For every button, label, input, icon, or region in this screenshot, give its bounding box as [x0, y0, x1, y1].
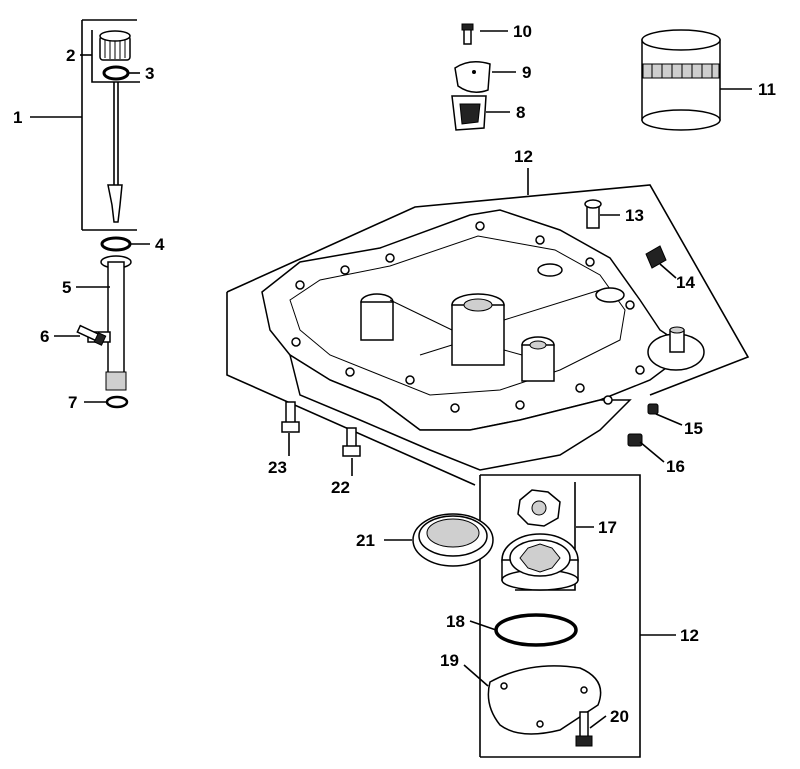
- oil-filter: [641, 29, 721, 131]
- outer-rotor: [501, 533, 579, 591]
- callout-18: 18: [446, 612, 465, 631]
- callout-11: 11: [758, 80, 776, 99]
- tube-o-ring-top: [100, 236, 132, 252]
- callout-20: 20: [610, 707, 629, 726]
- callout-19: 19: [440, 651, 459, 670]
- plug-16: [627, 433, 643, 447]
- oil-pan: [261, 209, 705, 471]
- callout-labels: 1 2 3 4 5 6 7 10 9 8 11 12 13 14 15 16 1…: [13, 22, 776, 726]
- pump-cover-19: [487, 665, 602, 735]
- bracket-9: [454, 61, 491, 93]
- callout-6: 6: [40, 327, 49, 346]
- oil-pan-frame: [226, 184, 750, 486]
- inner-rotor: [517, 489, 561, 527]
- callout-4: 4: [155, 235, 165, 254]
- callout-12-top: 12: [514, 147, 533, 166]
- callout-7: 7: [68, 393, 77, 412]
- callout-8: 8: [516, 103, 525, 122]
- callout-22: 22: [331, 478, 350, 497]
- callout-23: 23: [268, 458, 287, 477]
- callout-17: 17: [598, 518, 617, 537]
- callout-1: 1: [13, 108, 22, 127]
- callout-12-bottom: 12: [680, 626, 699, 645]
- dipstick-assembly: [81, 19, 140, 231]
- callout-13: 13: [625, 206, 644, 225]
- plug-15: [647, 403, 659, 415]
- callout-21: 21: [356, 531, 375, 550]
- callout-14: 14: [676, 273, 695, 292]
- callout-16: 16: [666, 457, 685, 476]
- label-plate-8: [451, 95, 487, 131]
- dipstick-rod: [107, 82, 123, 223]
- tube-o-ring-bottom: [105, 395, 129, 409]
- callout-9: 9: [522, 63, 531, 82]
- oil-seal-21: [412, 513, 494, 567]
- dipstick-o-ring: [102, 65, 130, 81]
- callout-15: 15: [684, 419, 703, 438]
- screw-20: [575, 711, 593, 747]
- dipstick-cap: [99, 30, 131, 61]
- drain-plug-14: [645, 245, 667, 269]
- dipstick-tube: [87, 255, 132, 391]
- o-ring-18: [494, 613, 578, 647]
- bolt-22: [342, 427, 361, 457]
- leader-lines: [30, 30, 752, 729]
- callout-10: 10: [513, 22, 532, 41]
- callout-5: 5: [62, 278, 71, 297]
- bolt-23: [281, 401, 300, 433]
- screw-10: [461, 23, 474, 45]
- tube-screw: [76, 324, 107, 346]
- callout-2: 2: [66, 46, 75, 65]
- callout-3: 3: [145, 64, 154, 83]
- pan-bolt-13: [584, 199, 602, 229]
